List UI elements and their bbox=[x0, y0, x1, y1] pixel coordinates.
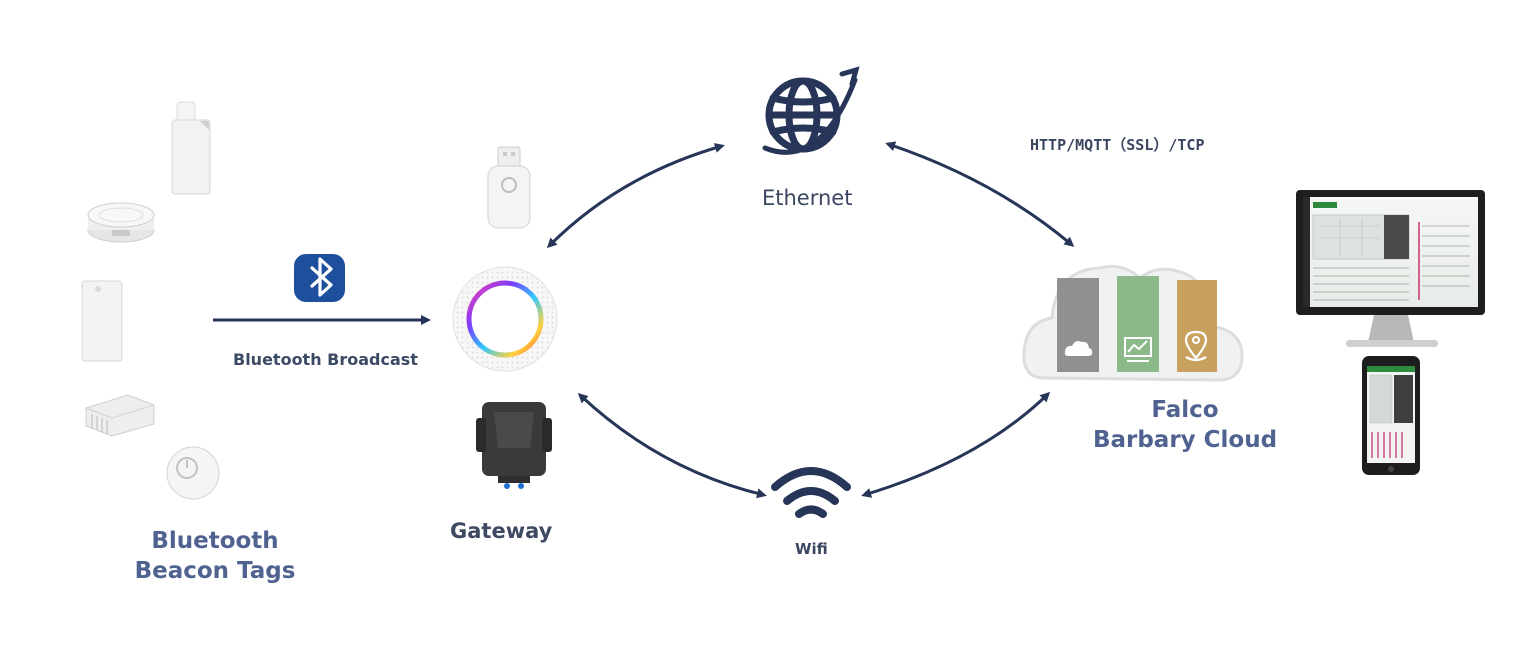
beacon-tag-card-top bbox=[171, 101, 211, 195]
cloud-label-line1: Falco bbox=[1151, 397, 1219, 423]
beacon-tags-label-line2: Beacon Tags bbox=[134, 558, 296, 584]
gateway-label: Gateway bbox=[450, 519, 553, 543]
arrow-gateway-ethernet bbox=[546, 143, 725, 249]
bluetooth-broadcast-label: Bluetooth Broadcast bbox=[233, 350, 418, 369]
cloud-icon bbox=[1022, 264, 1244, 382]
cloud-label: Falco Barbary Cloud bbox=[1080, 395, 1290, 455]
beacon-tags-label: Bluetooth Beacon Tags bbox=[100, 526, 330, 586]
beacon-tags-label-line1: Bluetooth bbox=[151, 528, 279, 554]
beacon-tag-vented-sensor bbox=[85, 394, 155, 437]
chart-icon bbox=[1124, 337, 1152, 362]
beacon-tag-round-sensor bbox=[87, 202, 155, 243]
cloud-small-icon bbox=[1064, 341, 1093, 356]
globe-icon bbox=[762, 66, 860, 155]
location-pin-icon bbox=[1184, 330, 1208, 362]
arrow-wifi-cloud bbox=[861, 391, 1051, 498]
arrow-gateway-wifi bbox=[577, 392, 767, 499]
wifi-label: Wifi bbox=[795, 540, 828, 558]
cloud-label-line2: Barbary Cloud bbox=[1092, 427, 1278, 453]
rugged-gateway bbox=[476, 402, 552, 489]
ethernet-label: Ethernet bbox=[762, 186, 853, 210]
bluetooth-icon bbox=[294, 254, 345, 302]
mobile-phone bbox=[1362, 356, 1420, 475]
desktop-monitor bbox=[1296, 190, 1485, 347]
arrow-ethernet-cloud bbox=[885, 141, 1075, 247]
usb-dongle bbox=[487, 146, 531, 229]
beacon-tag-button bbox=[166, 446, 220, 500]
ceiling-gateway bbox=[452, 266, 558, 372]
beacon-tag-card-slim bbox=[81, 280, 123, 362]
wifi-icon bbox=[771, 467, 851, 518]
protocol-label: HTTP/MQTT（SSL）/TCP bbox=[1030, 136, 1205, 154]
